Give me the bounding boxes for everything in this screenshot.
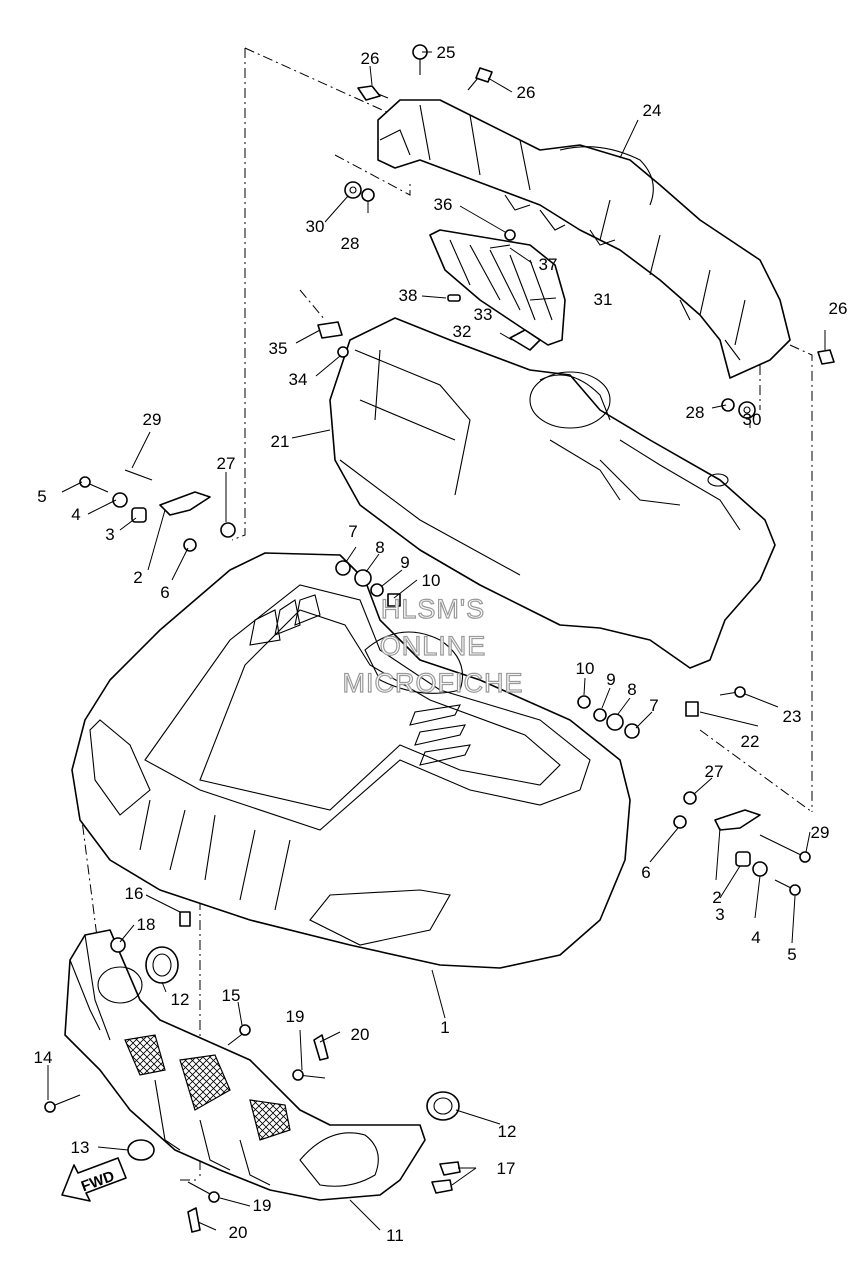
leader-lines (47, 51, 826, 1231)
callout-38: 38 (399, 286, 418, 305)
callout-13: 13 (71, 1138, 90, 1157)
callout-32: 32 (453, 322, 472, 341)
callout-4: 4 (71, 505, 80, 524)
callout-4: 4 (751, 928, 760, 947)
callout-3: 3 (105, 525, 114, 544)
callout-37: 37 (539, 255, 558, 274)
callout-28: 28 (341, 234, 360, 253)
callout-26: 26 (361, 49, 380, 68)
callout-9: 9 (400, 553, 409, 572)
callout-14: 14 (34, 1048, 53, 1067)
callout-30: 30 (306, 217, 325, 236)
fwd-arrow-icon: FWD (61, 1157, 127, 1202)
callout-2: 2 (712, 888, 721, 907)
callout-31: 31 (594, 290, 613, 309)
callout-26: 26 (829, 299, 848, 318)
callout-1: 1 (440, 1018, 449, 1037)
callout-23: 23 (783, 707, 802, 726)
callout-2: 2 (133, 568, 142, 587)
callout-20: 20 (351, 1025, 370, 1044)
callout-5: 5 (787, 945, 796, 964)
callout-8: 8 (627, 680, 636, 699)
callout-10: 10 (576, 659, 595, 678)
callout-29: 29 (811, 823, 830, 842)
callout-16: 16 (125, 884, 144, 903)
callout-8: 8 (375, 538, 384, 557)
part-1-hood (71, 552, 631, 969)
watermark: HLSM'S ONLINE MICROFICHE (342, 593, 524, 698)
part-31-cover (429, 229, 566, 346)
callout-12: 12 (171, 990, 190, 1009)
callout-15: 15 (222, 986, 241, 1005)
part-21-inner-shroud (329, 317, 776, 669)
hardware (44, 44, 835, 1233)
callout-30: 30 (743, 410, 762, 429)
callout-17: 17 (497, 1159, 516, 1178)
watermark-line-2: ONLINE (380, 631, 487, 661)
callout-5: 5 (37, 487, 46, 506)
callout-28: 28 (686, 403, 705, 422)
callout-9: 9 (606, 670, 615, 689)
callout-36: 36 (434, 195, 453, 214)
callout-6: 6 (641, 863, 650, 882)
callout-19: 19 (286, 1007, 305, 1026)
callout-24: 24 (643, 101, 662, 120)
callout-29: 29 (143, 410, 162, 429)
callout-34: 34 (289, 370, 308, 389)
part-24-dash-panel (377, 99, 791, 379)
callout-10: 10 (422, 571, 441, 590)
callout-26: 26 (517, 83, 536, 102)
callout-33: 33 (474, 305, 493, 324)
callout-11: 11 (386, 1226, 404, 1245)
callout-18: 18 (137, 915, 156, 934)
part-11-front-grille (64, 929, 426, 1201)
callout-7: 7 (649, 696, 658, 715)
callout-35: 35 (269, 339, 288, 358)
callout-20: 20 (229, 1223, 248, 1242)
callout-6: 6 (160, 583, 169, 602)
watermark-line-3: MICROFICHE (343, 668, 524, 698)
callout-27: 27 (705, 762, 724, 781)
callout-27: 27 (217, 454, 236, 473)
callout-12: 12 (498, 1122, 517, 1141)
callout-21: 21 (271, 432, 290, 451)
callout-19: 19 (253, 1196, 272, 1215)
callout-22: 22 (741, 732, 760, 751)
callout-25: 25 (437, 43, 456, 62)
callout-7: 7 (348, 522, 357, 541)
callout-3: 3 (715, 905, 724, 924)
watermark-line-1: HLSM'S (381, 594, 485, 624)
